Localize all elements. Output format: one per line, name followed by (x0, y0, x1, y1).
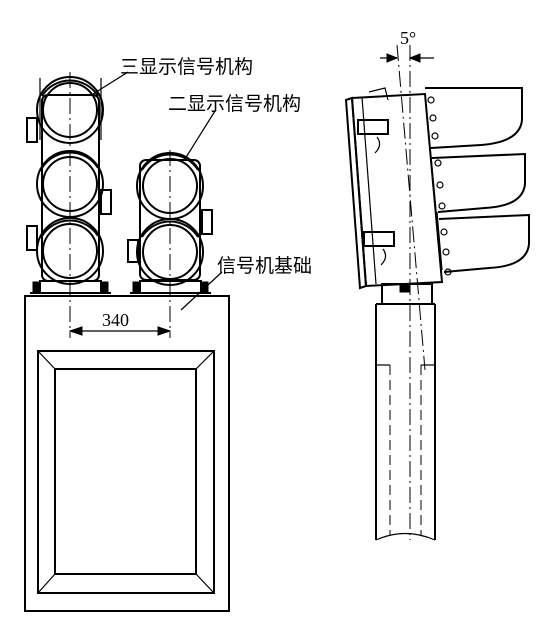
three-aspect-label: 三显示信号机构 (120, 56, 253, 78)
two-aspect-label: 二显示信号机构 (168, 93, 301, 115)
tilt-angle-value: 5° (400, 28, 416, 48)
signal-visors (425, 87, 530, 273)
side-view: 5° (344, 28, 530, 541)
tilted-signal-housing (344, 87, 452, 290)
tilt-angle-dimension: 5° (380, 28, 434, 63)
signal-post (375, 283, 436, 541)
tilted-axis (396, 44, 426, 371)
spacing-value: 340 (102, 310, 129, 330)
signal-foundation (24, 295, 230, 612)
foundation-label: 信号机基础 (217, 255, 312, 277)
three-aspect-signal-mechanism (26, 76, 112, 294)
front-view: 340 三显示信号机构 二显示信号机构 信号机基础 (24, 56, 312, 612)
spacing-dimension: 340 (68, 310, 172, 336)
